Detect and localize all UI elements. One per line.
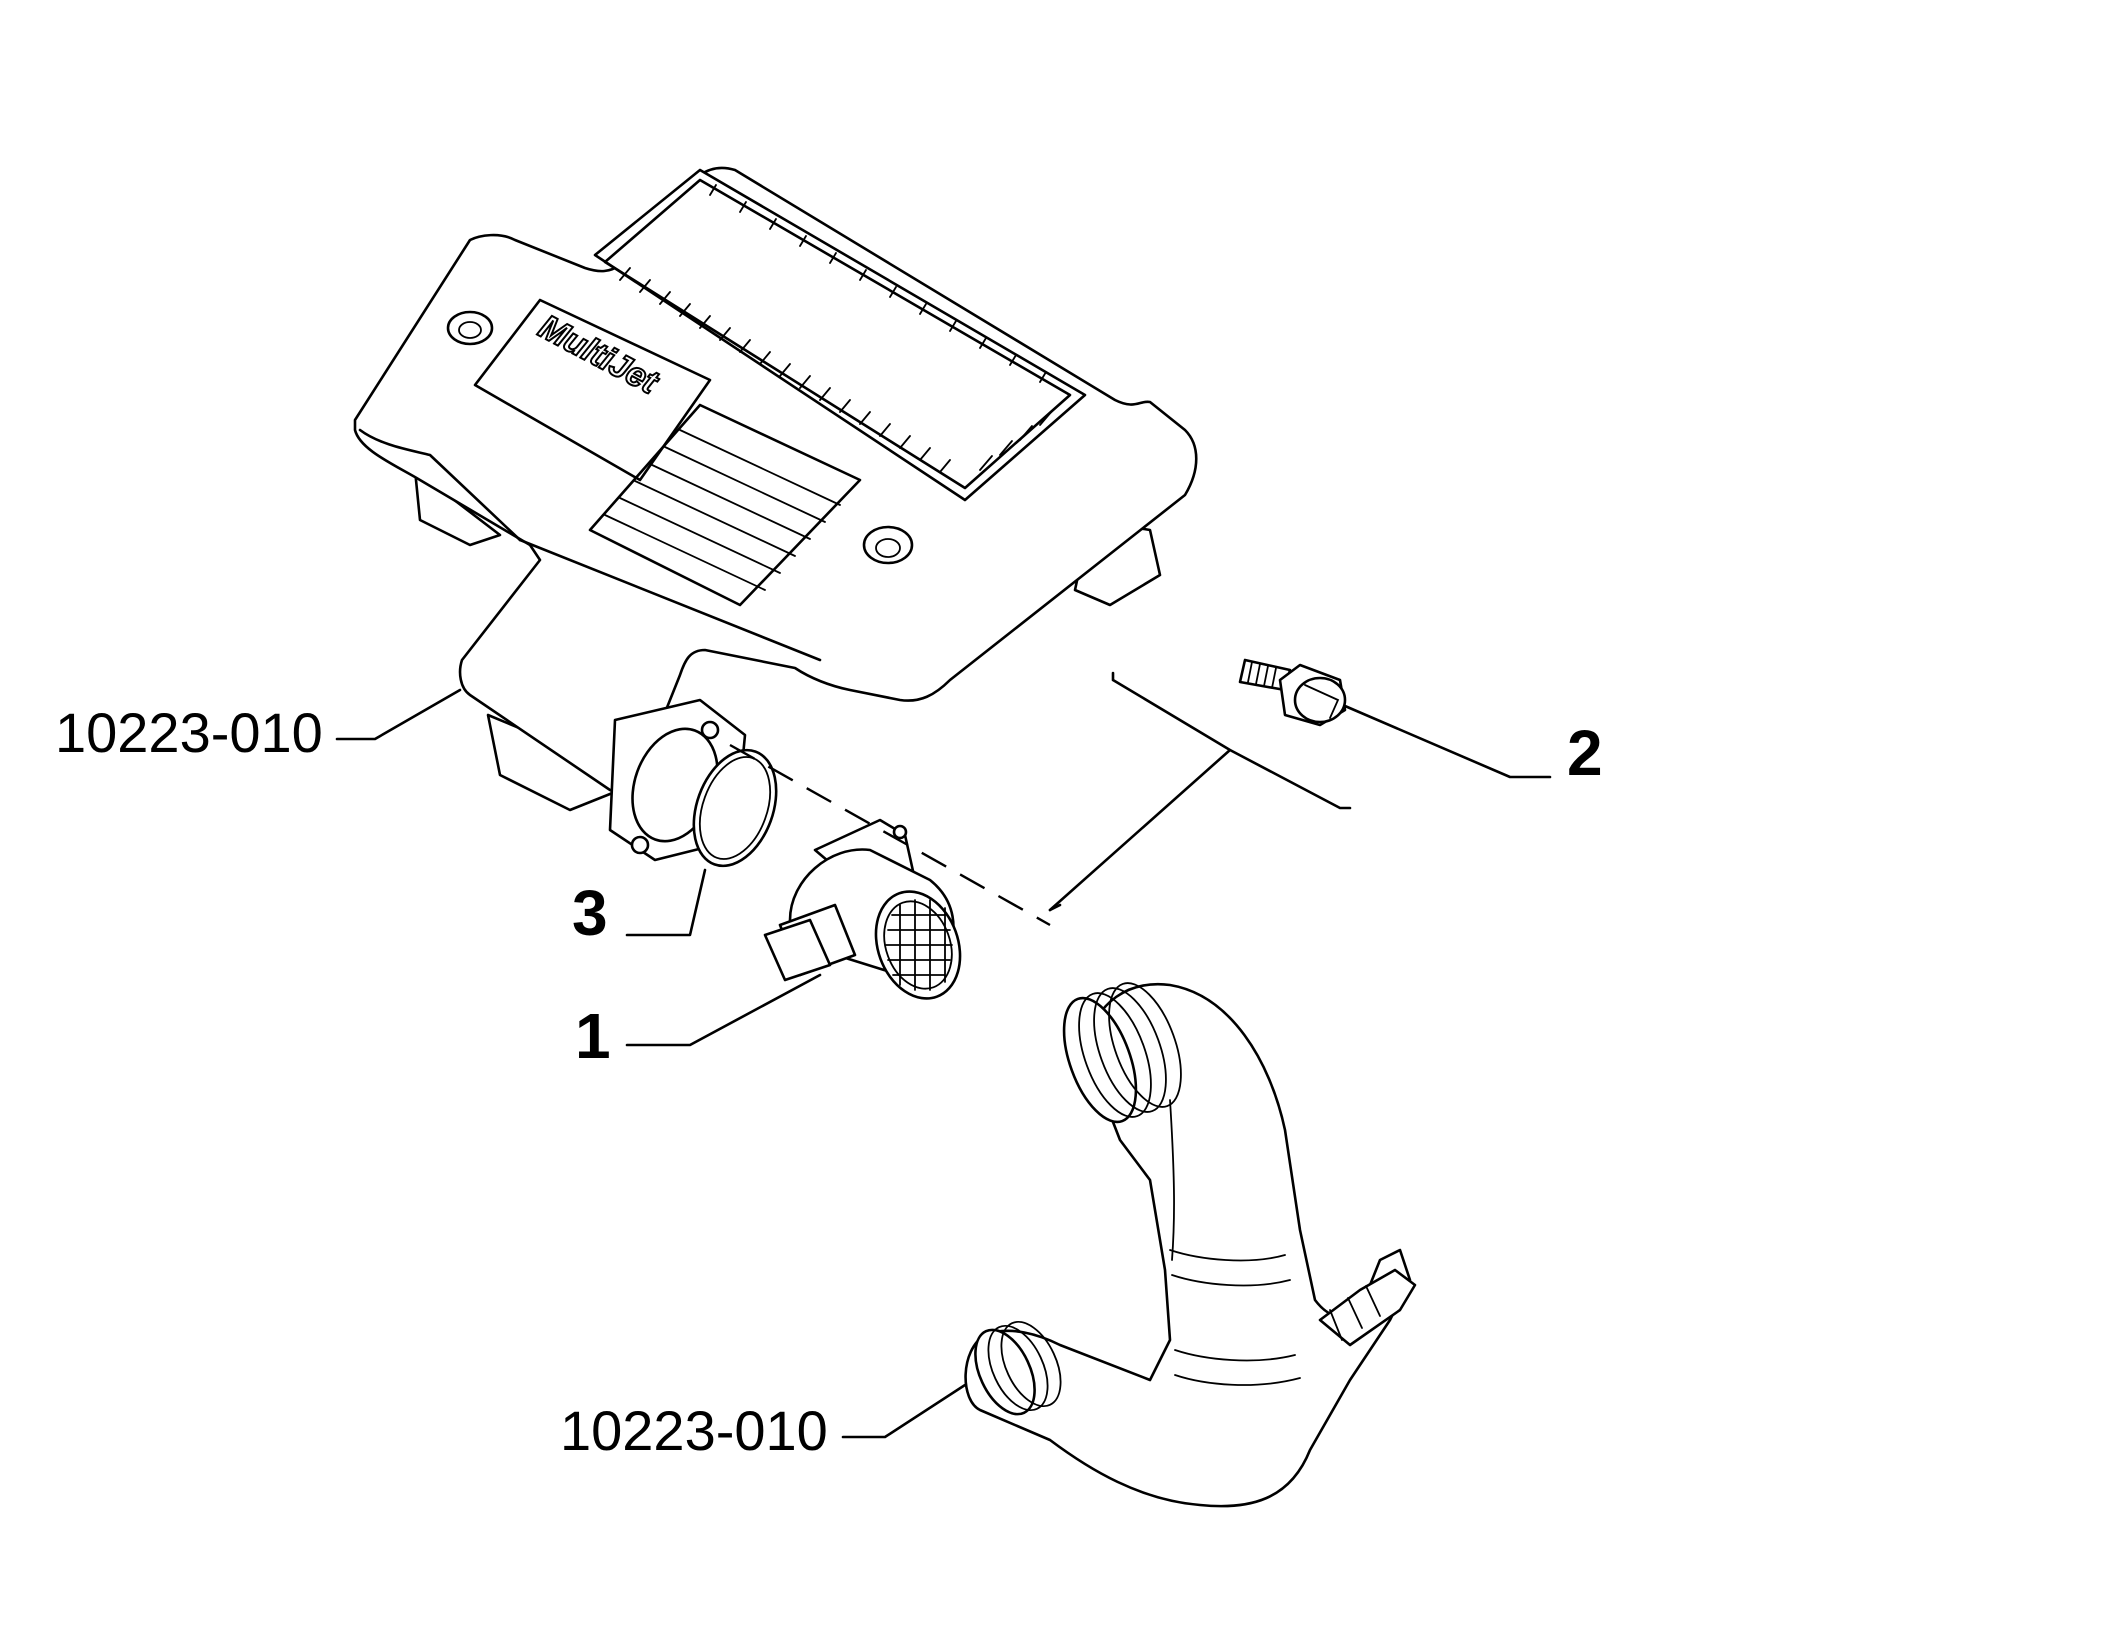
leader-item-3 — [625, 868, 707, 937]
callout-item-3: 3 — [572, 877, 608, 949]
intake-hose — [964, 982, 1417, 1508]
callout-cover-code: 10223-010 — [55, 701, 323, 764]
sensor-mesh — [885, 899, 953, 991]
mount-hole — [862, 525, 914, 565]
leader-item-2 — [1343, 704, 1552, 779]
callout-hose-code: 10223-010 — [560, 1399, 828, 1462]
assembly-axis-line — [729, 743, 1051, 927]
air-flow-sensor — [763, 818, 962, 1000]
engine-cover: MultiJet — [353, 166, 1198, 862]
leader-item-1 — [625, 973, 822, 1047]
leader-cover — [335, 688, 462, 741]
callout-item-2: 2 — [1567, 717, 1603, 789]
cover-ribs — [619, 184, 1053, 473]
leader-hose — [841, 1383, 967, 1439]
cover-vents — [588, 403, 862, 607]
mount-hole — [446, 310, 494, 346]
callout-item-1: 1 — [575, 1000, 611, 1072]
bolt-reference-line — [1048, 671, 1352, 912]
bolt — [1238, 658, 1347, 727]
